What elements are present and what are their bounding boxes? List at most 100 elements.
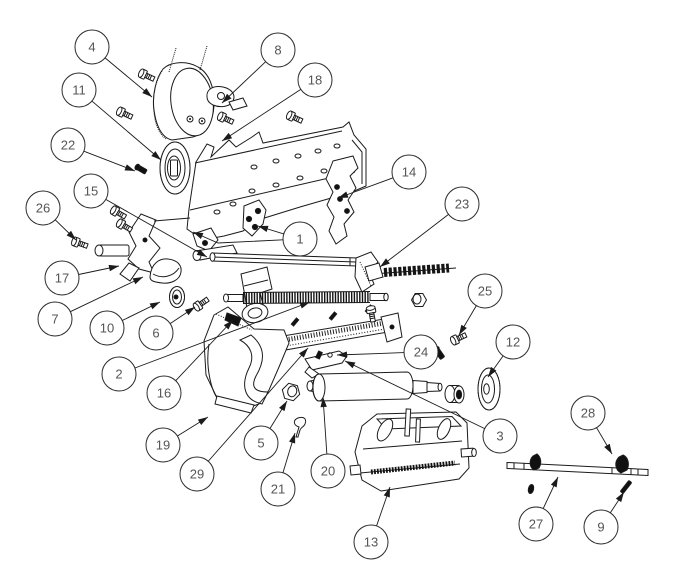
balloon-number: 5 [257, 436, 264, 451]
balloon-number: 24 [414, 345, 428, 360]
balloon-16: 16 [146, 375, 182, 411]
leader-arrowhead-icon [279, 401, 287, 412]
balloon-circle [146, 375, 182, 411]
part-housing [203, 306, 290, 414]
balloon-11: 11 [61, 72, 97, 108]
leader-line [70, 276, 144, 313]
leader-line [221, 88, 302, 142]
leader-line [336, 352, 405, 356]
part-platen-roller [306, 371, 443, 402]
leader-arrowhead-icon [488, 367, 497, 377]
balloon-circle [25, 190, 61, 226]
balloon-22: 22 [50, 127, 86, 163]
leader-arrowhead-icon [604, 443, 612, 454]
leader-arrowhead-icon [142, 88, 152, 97]
part-retainer-clip [293, 416, 307, 438]
leader-arrowhead-icon [299, 302, 310, 309]
part-sensor-bracket-left [242, 199, 267, 237]
balloon-number: 7 [51, 312, 58, 327]
balloon-circle [101, 356, 137, 392]
balloon-21: 21 [260, 471, 296, 507]
balloon-10: 10 [89, 310, 125, 346]
balloon-number: 3 [496, 429, 503, 444]
leader-lines [54, 57, 625, 527]
part-hex-nut-right [410, 293, 428, 307]
balloon-number: 23 [455, 197, 469, 212]
leader-arrowhead-icon [193, 232, 204, 239]
screw-6 [191, 294, 211, 313]
sensor-pin [620, 480, 632, 494]
part-bushing [444, 385, 465, 404]
balloon-number: 19 [156, 438, 170, 453]
balloon-25: 25 [467, 273, 503, 309]
leader-arrowhead-icon [132, 277, 143, 285]
leader-line [207, 347, 309, 462]
balloon-circle [518, 506, 554, 542]
balloon-1: 1 [282, 221, 318, 257]
balloon-number: 20 [321, 464, 335, 479]
balloon-circle [73, 173, 109, 209]
part-sensor-bracket-right [325, 155, 359, 245]
leader-arrowhead-icon [459, 324, 467, 335]
balloon-circle [260, 471, 296, 507]
balloon-number: 29 [190, 467, 204, 482]
part-motor-gear [159, 141, 191, 195]
balloon-28: 28 [570, 395, 606, 431]
leader-arrowhead-icon [108, 264, 119, 272]
balloon-3: 3 [482, 418, 518, 454]
balloon-number: 1 [296, 232, 303, 247]
balloon-circle [482, 418, 518, 454]
leader-arrowhead-icon [289, 433, 296, 444]
housing-clamp [224, 312, 242, 327]
leader-line [105, 199, 208, 258]
part-release-lever-assembly [94, 213, 191, 282]
balloon-circle [444, 186, 480, 222]
leader-line [379, 214, 449, 268]
balloon-circle [61, 72, 97, 108]
balloon-number: 27 [529, 517, 543, 532]
balloon-7: 7 [37, 301, 73, 337]
balloon-number: 21 [271, 482, 285, 497]
part-paper-tray [349, 408, 477, 492]
leader-line [91, 100, 162, 161]
balloon-number: 18 [308, 73, 322, 88]
leader-arrowhead-icon [615, 492, 624, 503]
balloon-2: 2 [101, 356, 137, 392]
balloon-circle [44, 260, 80, 296]
leader-arrowhead-icon [258, 225, 269, 233]
balloon-number: 16 [157, 386, 171, 401]
balloon-number: 14 [402, 165, 416, 180]
balloon-number: 25 [478, 284, 492, 299]
balloon-number: 6 [152, 326, 159, 341]
leader-arrowhead-icon [197, 417, 208, 425]
balloon-14: 14 [391, 154, 427, 190]
balloon-number: 28 [581, 406, 595, 421]
leader-arrowhead-icon [151, 151, 161, 160]
motor-terminal-icon [168, 47, 177, 73]
balloon-9: 9 [583, 509, 619, 545]
leader-arrowhead-icon [184, 307, 195, 316]
balloon-24: 24 [403, 334, 439, 370]
leader-line [134, 301, 311, 369]
leader-arrowhead-icon [298, 348, 308, 358]
leader-line [175, 319, 234, 381]
part-sensor-shaft-assembly [506, 453, 649, 495]
leader-line [221, 61, 266, 104]
balloon-number: 8 [274, 43, 281, 58]
leader-arrowhead-icon [66, 230, 76, 240]
balloon-4: 4 [74, 29, 110, 65]
balloon-18: 18 [297, 62, 333, 98]
balloon-circle [583, 509, 619, 545]
sensor-clip-right [615, 454, 629, 474]
leader-arrowhead-icon [222, 132, 233, 141]
leader-arrowhead-icon [380, 258, 390, 267]
balloon-27: 27 [518, 506, 554, 542]
balloon-number: 17 [55, 271, 69, 286]
leader-arrowhead-icon [338, 191, 349, 198]
balloon-circle [495, 324, 531, 360]
balloon-circle [282, 221, 318, 257]
balloon-circle [403, 334, 439, 370]
balloon-8: 8 [260, 32, 296, 68]
balloon-number: 12 [506, 335, 520, 350]
